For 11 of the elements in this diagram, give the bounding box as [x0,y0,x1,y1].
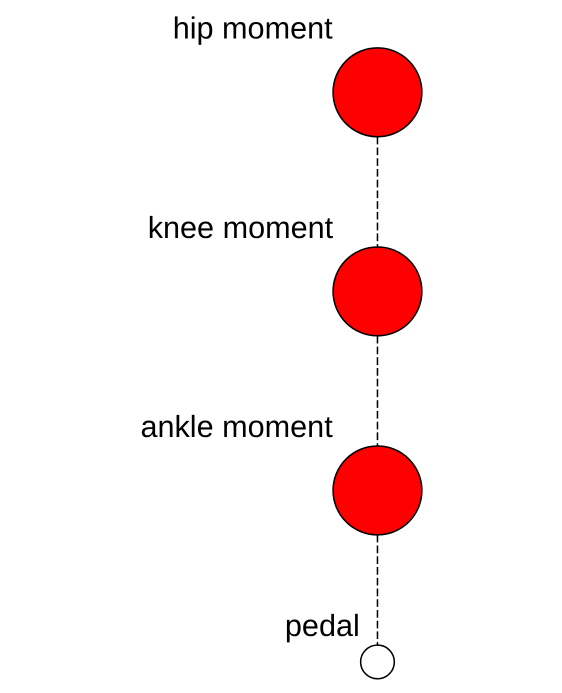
node-circle [332,47,423,138]
node-label: hip moment [172,12,333,46]
connector [376,136,378,247]
connector [376,534,378,645]
node-circle [332,445,423,536]
node-label: ankle moment [140,410,333,444]
node-circle [360,644,396,680]
node-label: knee moment [148,210,334,245]
connector [376,336,378,446]
node-label: pedal [284,608,360,643]
node-circle [332,246,423,337]
